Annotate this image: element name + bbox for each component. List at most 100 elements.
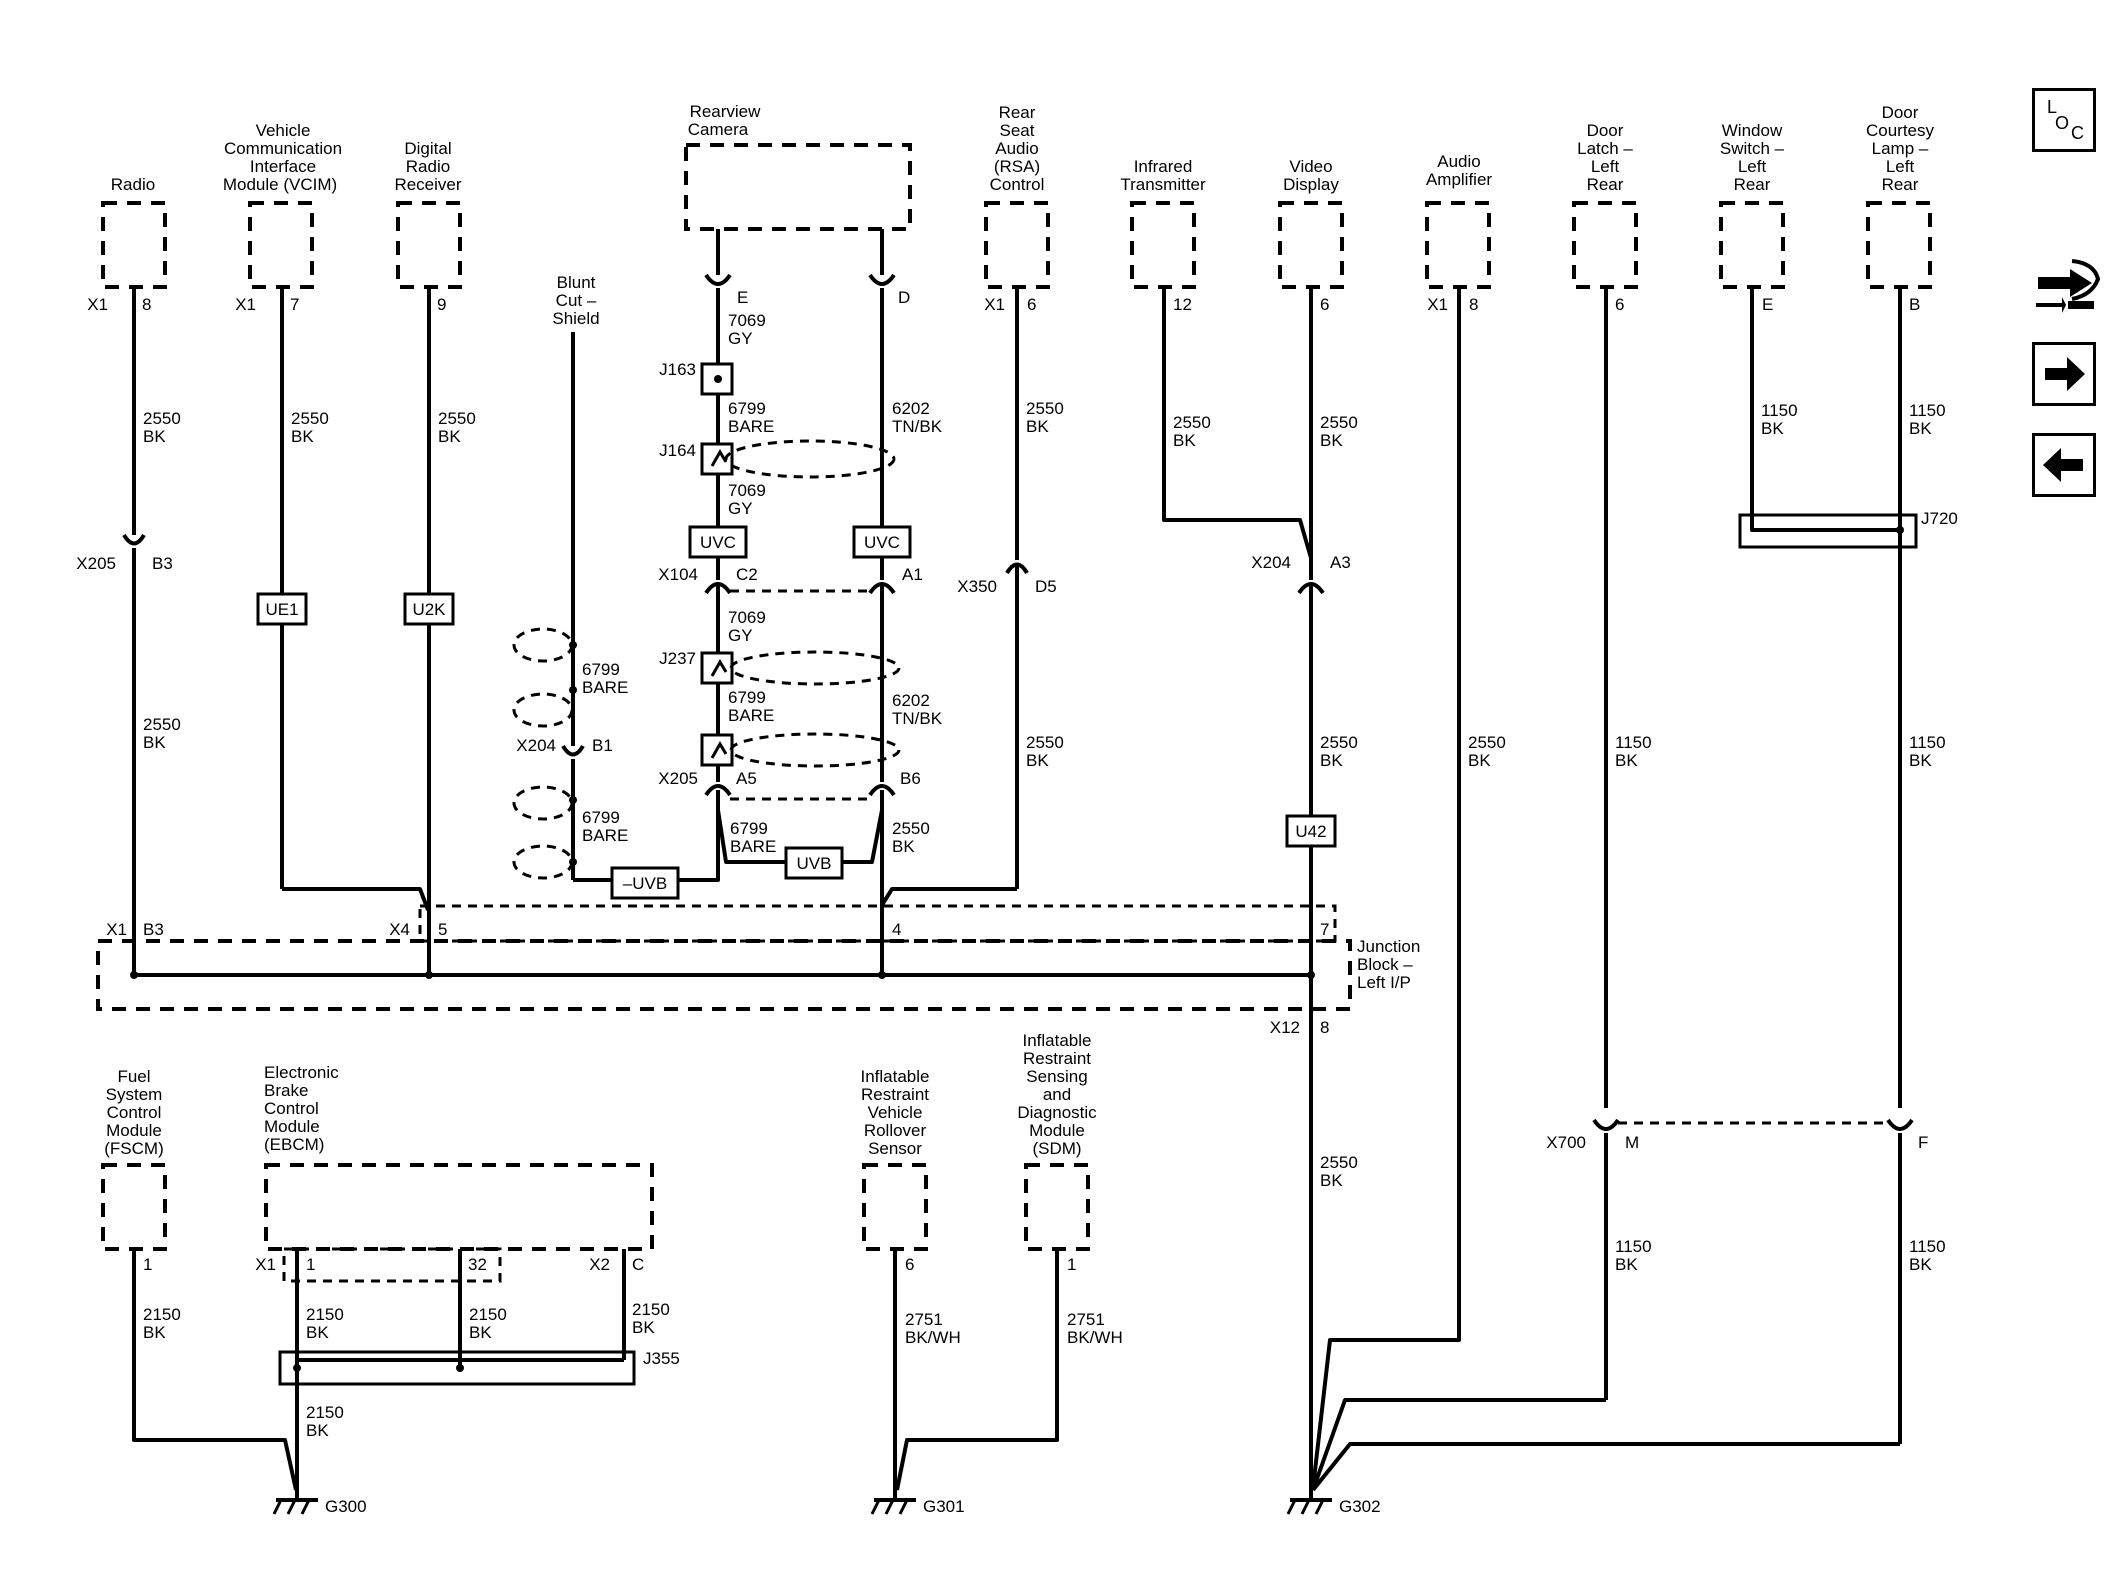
svg-text:Seat: Seat <box>1000 121 1035 140</box>
svg-text:Interface: Interface <box>250 157 316 176</box>
svg-text:UVC: UVC <box>700 533 736 552</box>
svg-text:BARE: BARE <box>730 837 776 856</box>
svg-text:J355: J355 <box>643 1349 680 1368</box>
svg-text:BARE: BARE <box>728 417 774 436</box>
svg-text:TN/BK: TN/BK <box>892 417 943 436</box>
label-digital-radio: Digital Radio Receiver <box>394 139 461 194</box>
label-window-switch: Window Switch – Left Rear <box>1720 121 1785 194</box>
ebcm-x1-box <box>282 1247 502 1283</box>
svg-text:BK: BK <box>1615 1255 1638 1274</box>
loc-icon[interactable]: L O C <box>2032 88 2096 152</box>
svg-text:1150: 1150 <box>1615 1237 1652 1256</box>
svg-text:8: 8 <box>1469 295 1478 314</box>
loc-letter-c: C <box>2071 123 2084 143</box>
svg-text:Rearview: Rearview <box>690 102 762 121</box>
svg-text:Amplifier: Amplifier <box>1426 170 1492 189</box>
audio-amp-circuit: 2550 BK <box>1311 287 1506 1489</box>
svg-text:Restraint: Restraint <box>1023 1049 1091 1068</box>
svg-text:Communication: Communication <box>224 139 342 158</box>
svg-text:BK: BK <box>1615 751 1638 770</box>
svg-text:A1: A1 <box>902 565 923 584</box>
svg-text:7069: 7069 <box>728 608 766 627</box>
svg-text:2550: 2550 <box>291 409 329 428</box>
svg-text:BK/WH: BK/WH <box>1067 1328 1123 1347</box>
svg-text:BK: BK <box>143 427 166 446</box>
svg-text:(RSA): (RSA) <box>994 157 1040 176</box>
svg-text:7: 7 <box>290 295 299 314</box>
svg-text:1150: 1150 <box>1909 733 1946 752</box>
camera-circuit-e: 7069 GY J163 6799 BARE J164 7069 GY UVC … <box>658 229 901 880</box>
svg-text:Window: Window <box>1722 121 1783 140</box>
svg-text:BK/WH: BK/WH <box>905 1328 961 1347</box>
svg-text:X700: X700 <box>1546 1133 1586 1152</box>
svg-text:6: 6 <box>1027 295 1036 314</box>
label-blunt-cut: Blunt Cut – Shield <box>552 273 599 328</box>
svg-text:A5: A5 <box>736 769 757 788</box>
svg-text:Rear: Rear <box>1882 175 1919 194</box>
ebcm-circuit: X1 1 32 X2 C J355 2150 BK 2150 BK 2150 B… <box>255 1249 680 1490</box>
svg-text:B1: B1 <box>592 736 613 755</box>
svg-text:G300: G300 <box>325 1497 367 1516</box>
svg-text:2550: 2550 <box>892 819 930 838</box>
label-door-courtesy: Door Courtesy Lamp – Left Rear <box>1866 103 1935 194</box>
svg-text:F: F <box>1918 1133 1928 1152</box>
svg-text:Control: Control <box>990 175 1045 194</box>
svg-text:J720: J720 <box>1921 509 1958 528</box>
svg-text:BK: BK <box>306 1421 329 1440</box>
svg-text:Vehicle: Vehicle <box>256 121 311 140</box>
label-sdm: Inflatable Restraint Sensing and Diagnos… <box>1017 1031 1097 1158</box>
prev-button[interactable] <box>2032 433 2096 497</box>
svg-text:Digital: Digital <box>404 139 451 158</box>
svg-text:GY: GY <box>728 329 753 348</box>
svg-text:X205: X205 <box>76 554 116 573</box>
svg-text:1150: 1150 <box>1909 401 1946 420</box>
svg-text:X2: X2 <box>589 1255 610 1274</box>
svg-text:Inflatable: Inflatable <box>861 1067 930 1086</box>
svg-text:X1: X1 <box>1427 295 1448 314</box>
svg-text:BK: BK <box>143 733 166 752</box>
svg-text:X1: X1 <box>106 920 127 939</box>
svg-text:X1: X1 <box>87 295 108 314</box>
svg-text:1150: 1150 <box>1761 401 1798 420</box>
svg-text:Rear: Rear <box>999 103 1036 122</box>
label-fscm: Fuel System Control Module (FSCM) <box>104 1067 163 1158</box>
svg-text:Switch –: Switch – <box>1720 139 1785 158</box>
sdm-box <box>1024 1163 1090 1251</box>
svg-text:E: E <box>1762 295 1773 314</box>
svg-text:X1: X1 <box>235 295 256 314</box>
svg-text:Control: Control <box>264 1099 319 1118</box>
svg-text:G302: G302 <box>1339 1497 1381 1516</box>
svg-text:E: E <box>737 288 748 307</box>
svg-text:BK: BK <box>1909 751 1932 770</box>
vcim-circuit: 2550 BK UE1 <box>256 287 430 911</box>
svg-text:Radio: Radio <box>111 175 155 194</box>
svg-text:1150: 1150 <box>1615 733 1652 752</box>
audio-amp-box <box>1425 201 1491 289</box>
svg-text:J164: J164 <box>659 441 696 460</box>
svg-text:2550: 2550 <box>1320 733 1358 752</box>
svg-text:Rear: Rear <box>1734 175 1771 194</box>
svg-text:Blunt: Blunt <box>557 273 596 292</box>
svg-text:2550: 2550 <box>1320 1153 1358 1172</box>
svg-text:1: 1 <box>143 1255 152 1274</box>
svg-text:UE1: UE1 <box>265 600 298 619</box>
label-rollover: Inflatable Restraint Vehicle Rollover Se… <box>861 1067 930 1158</box>
svg-text:6: 6 <box>905 1255 914 1274</box>
camera-circuit-d: 6202 TN/BK UVC A1 6202 TN/BK B6 2550 BK … <box>852 229 1017 979</box>
svg-text:D5: D5 <box>1035 577 1057 596</box>
label-ebcm: Electronic Brake Control Module (EBCM) <box>264 1063 339 1154</box>
svg-text:2150: 2150 <box>469 1305 507 1324</box>
next-button[interactable] <box>2032 342 2096 406</box>
svg-text:6202: 6202 <box>892 399 930 418</box>
svg-text:UVC: UVC <box>864 533 900 552</box>
svg-text:B: B <box>1909 295 1920 314</box>
svg-text:D: D <box>898 288 910 307</box>
back-next-icon[interactable] <box>2032 255 2104 330</box>
svg-text:Diagnostic: Diagnostic <box>1017 1103 1097 1122</box>
video-circuit: 2550 BK 2550 BK X204 A3 2550 BK U42 7 X1… <box>1162 287 1358 1490</box>
svg-text:8: 8 <box>1320 1018 1329 1037</box>
svg-text:2550: 2550 <box>438 409 476 428</box>
svg-text:Sensor: Sensor <box>868 1139 922 1158</box>
radio-box <box>101 201 167 289</box>
rsa-box <box>984 201 1050 289</box>
